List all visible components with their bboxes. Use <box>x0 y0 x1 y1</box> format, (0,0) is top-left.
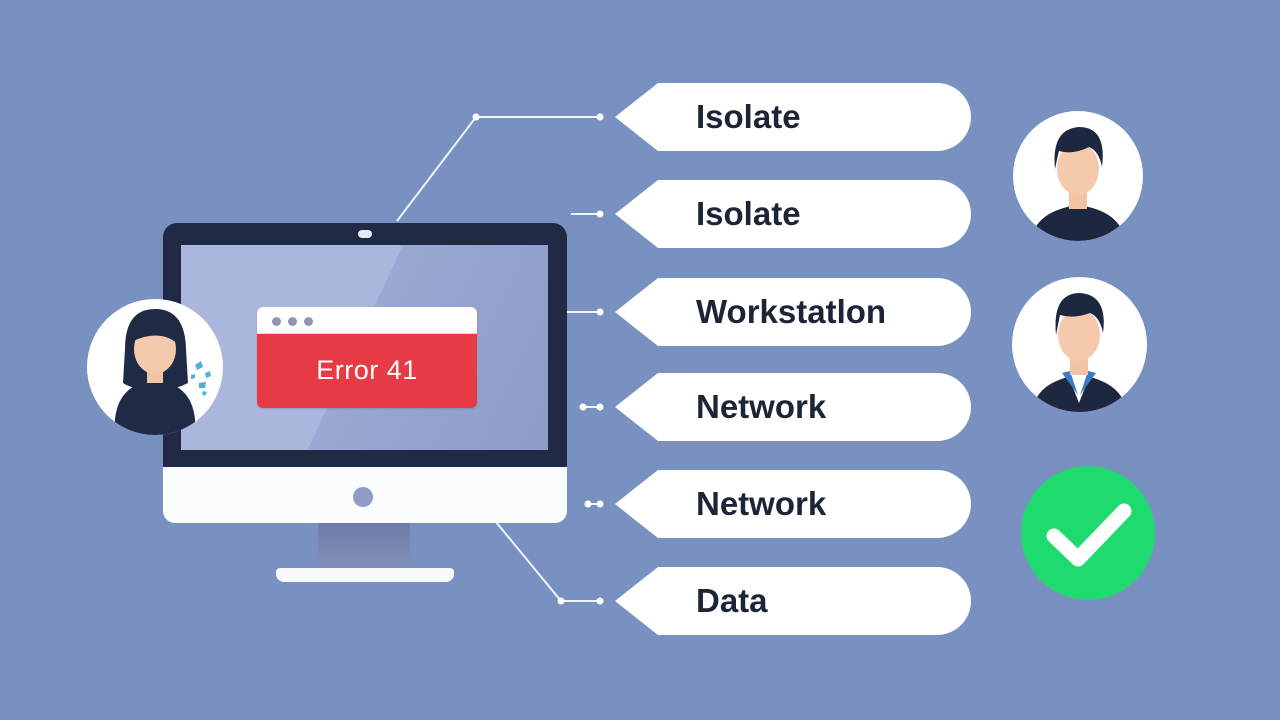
error-message: Error 41 <box>316 355 418 385</box>
pill-label: Data <box>696 582 768 619</box>
power-button-icon <box>353 487 373 507</box>
window-dot-icon <box>304 317 313 326</box>
monitor-camera <box>358 230 372 238</box>
window-dot-icon <box>288 317 297 326</box>
monitor-stand-base <box>276 568 454 582</box>
label-pill: Isolate <box>615 180 971 248</box>
success-badge <box>1021 466 1155 600</box>
label-pill: Network <box>615 373 971 441</box>
user-avatar <box>1013 111 1143 241</box>
user-avatar-collared <box>1012 277 1147 412</box>
pill-label: Workstatlon <box>696 293 887 330</box>
pill-label: Isolate <box>696 98 801 135</box>
monitor-stand-neck <box>318 523 410 569</box>
label-pill: Data <box>615 567 971 635</box>
label-pill: Workstatlon <box>615 278 971 346</box>
label-pill: Network <box>615 470 971 538</box>
window-dot-icon <box>272 317 281 326</box>
label-pill: Isolate <box>615 83 971 151</box>
check-icon <box>1046 503 1132 567</box>
dialog-titlebar <box>257 307 477 334</box>
error-dialog: Error 41 <box>257 307 477 408</box>
frustrated-user-avatar <box>87 299 223 435</box>
pill-label: Network <box>696 388 827 425</box>
pill-label: Isolate <box>696 195 801 232</box>
pill-label: Network <box>696 485 827 522</box>
